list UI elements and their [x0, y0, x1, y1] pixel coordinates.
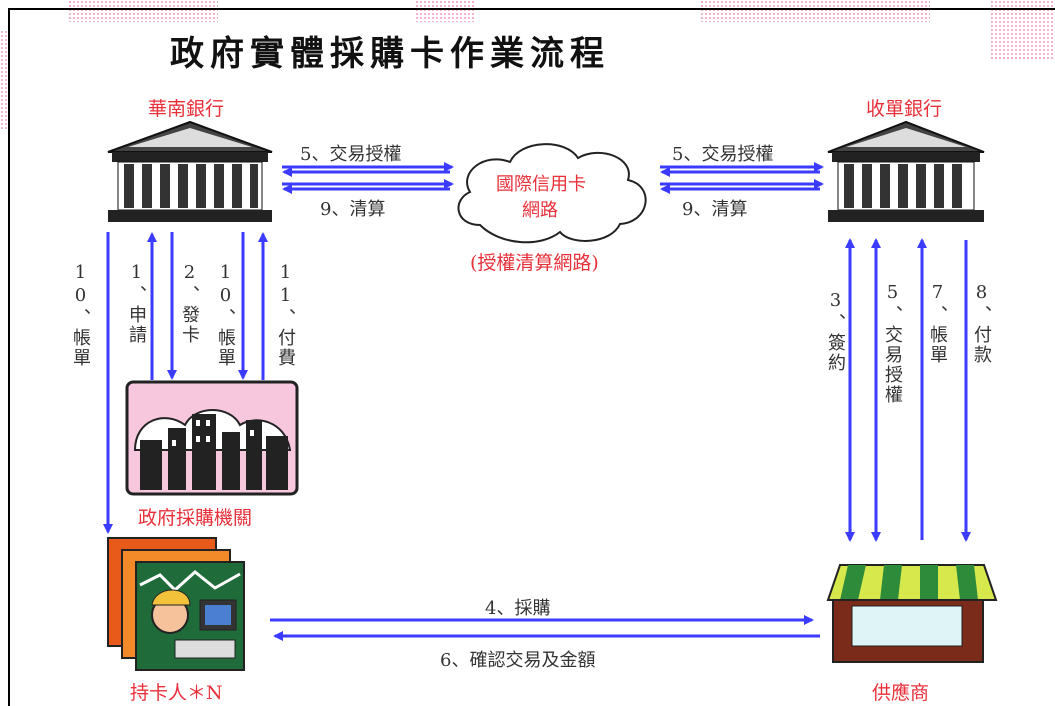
- decorative-pattern: [990, 0, 1055, 60]
- edge-label-apply: 1、申請: [126, 262, 147, 345]
- diagram-frame: [8, 8, 1055, 706]
- edge-label-sign: 3、簽約: [825, 290, 846, 373]
- edge-label-merchant-statement: 7、帳單: [927, 282, 948, 365]
- edge-label-agency-statement: 10、帳單: [215, 262, 236, 368]
- agency-building-icon: [125, 380, 299, 496]
- edge-label-issue-card: 2、發卡: [179, 262, 200, 345]
- network-sub-label: (授權清算網路): [470, 252, 599, 274]
- edge-label-clear-right: 9、清算: [682, 199, 748, 220]
- edge-label-left-statement: 10、帳單: [70, 262, 91, 368]
- edge-label-trans-auth: 5、交易授權: [882, 282, 903, 405]
- edge-label-pay: 11、付費: [275, 262, 296, 368]
- acquiring-bank-icon: [827, 120, 985, 222]
- decorative-pattern: [0, 30, 8, 130]
- network-label-line2: 網路: [522, 200, 558, 221]
- acquirer-vertical-arrows: [845, 238, 971, 542]
- issuer-network-arrows: [282, 162, 454, 194]
- edge-label-auth-left: 5、交易授權: [300, 144, 402, 165]
- cardholder-label: 持卡人＊N: [130, 682, 223, 704]
- edge-label-clear-left: 9、清算: [320, 199, 386, 220]
- cardholder-merchant-arrows: [270, 615, 820, 641]
- decorative-pattern: [700, 0, 930, 22]
- edge-label-confirm: 6、確認交易及金額: [440, 650, 596, 671]
- edge-label-payment: 8、付款: [971, 282, 992, 365]
- edge-label-purchase: 4、採購: [485, 598, 551, 619]
- cardholder-icon: [107, 537, 245, 671]
- merchant-shop-icon: [826, 564, 998, 663]
- network-cloud-icon: [457, 143, 647, 244]
- issuer-vertical-arrows: [103, 232, 268, 534]
- edge-label-auth-right: 5、交易授權: [672, 144, 774, 165]
- issuing-bank-icon: [107, 120, 273, 222]
- page-title: 政府實體採購卡作業流程: [170, 34, 610, 74]
- network-label-line1: 國際信用卡: [496, 174, 586, 195]
- agency-label: 政府採購機關: [138, 507, 253, 529]
- decorative-pattern: [68, 0, 218, 22]
- issuing-bank-label: 華南銀行: [148, 98, 225, 120]
- acquiring-bank-label: 收單銀行: [866, 98, 943, 120]
- merchant-label: 供應商: [872, 682, 930, 704]
- decorative-pattern: [415, 0, 475, 22]
- network-acquirer-arrows: [660, 162, 824, 194]
